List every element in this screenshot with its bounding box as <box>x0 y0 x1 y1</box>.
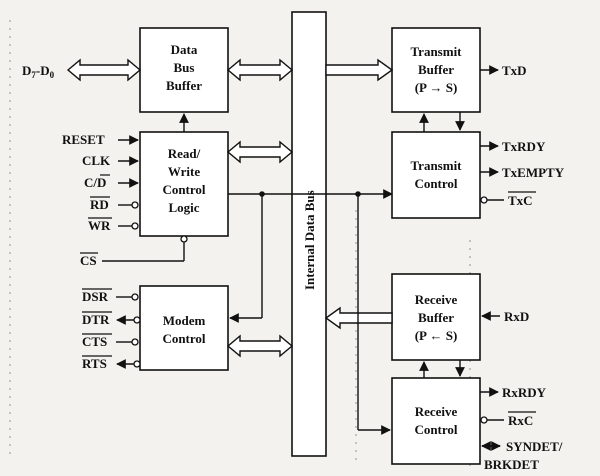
pin-txc: TxC <box>508 193 533 208</box>
receive-buffer-line3: (P ← S) <box>415 328 458 343</box>
buffer-bus-bidirectional-arrow <box>226 58 294 82</box>
rw-control-line3: Control <box>162 182 205 197</box>
data-bus-buffer-line3: Buffer <box>166 78 202 93</box>
pin-rd: RD <box>90 197 109 212</box>
pin-brkdet: BRKDET <box>484 457 539 472</box>
pin-rxrdy: RxRDY <box>502 385 547 400</box>
background-dots <box>9 20 471 470</box>
pin-rxc: RxC <box>508 413 533 428</box>
modem-control-line2: Control <box>162 331 205 346</box>
pin-d7-d0: D7-D0 <box>22 63 55 80</box>
internal-data-bus <box>291 11 327 457</box>
transmit-control-line2: Control <box>414 176 457 191</box>
receive-control-line2: Control <box>414 422 457 437</box>
rw-control-line4: Logic <box>168 200 199 215</box>
transmit-buffer-line2: Buffer <box>418 62 454 77</box>
pin-cts: CTS <box>82 334 107 349</box>
modem-control-line1: Modem <box>163 313 206 328</box>
control-line <box>228 189 393 435</box>
receive-control-block <box>391 377 481 465</box>
internal-data-bus-label: Internal Data Bus <box>302 190 317 290</box>
rw-bus-bidirectional-arrow <box>226 140 294 164</box>
rw-control-pins: RESET CLK C/D RD WR <box>62 132 139 233</box>
rw-control-line2: Write <box>168 164 200 179</box>
data-bus-buffer-line2: Bus <box>174 60 195 75</box>
pin-clk: CLK <box>82 153 111 168</box>
pin-txd: TxD <box>502 63 527 78</box>
pin-c-d: C/D <box>84 175 106 190</box>
bus-to-transmit-buffer-arrow <box>325 58 394 82</box>
pin-cs: CS <box>80 253 97 268</box>
pin-dsr: DSR <box>82 289 109 304</box>
receive-control-line1: Receive <box>415 404 458 419</box>
pin-txrdy: TxRDY <box>502 139 546 154</box>
pin-rts: RTS <box>82 356 107 371</box>
pin-rxd: RxD <box>504 309 529 324</box>
modem-pins: DSR DTR CTS RTS <box>82 288 141 371</box>
data-pins-bidirectional-arrow <box>66 58 142 82</box>
receive-buffer-to-bus-arrow <box>324 306 393 330</box>
transmit-pins: TxD TxRDY TxEMPTY TxC <box>480 63 565 208</box>
pin-reset: RESET <box>62 132 105 147</box>
transmit-buffer-line1: Transmit <box>410 44 462 59</box>
transmit-control-line1: Transmit <box>410 158 462 173</box>
pin-syndet: SYNDET/ <box>506 439 563 454</box>
receive-pins: RxD RxRDY RxC SYNDET/ BRKDET <box>480 309 563 472</box>
pin-txempty: TxEMPTY <box>502 165 565 180</box>
data-bus-buffer-block <box>139 27 229 113</box>
chip-select: CS <box>80 235 188 268</box>
pin-dtr: DTR <box>82 312 110 327</box>
transmit-buffer-line3: (P → S) <box>415 80 458 95</box>
data-bus-buffer-line1: Data <box>171 42 198 57</box>
receive-buffer-line1: Receive <box>415 292 458 307</box>
transmit-control-block <box>391 131 481 219</box>
modem-bus-bidirectional-arrow <box>226 334 294 358</box>
rw-control-line1: Read/ <box>168 146 201 161</box>
modem-control-block <box>139 285 229 371</box>
pin-wr: WR <box>88 218 111 233</box>
receive-buffer-line2: Buffer <box>418 310 454 325</box>
